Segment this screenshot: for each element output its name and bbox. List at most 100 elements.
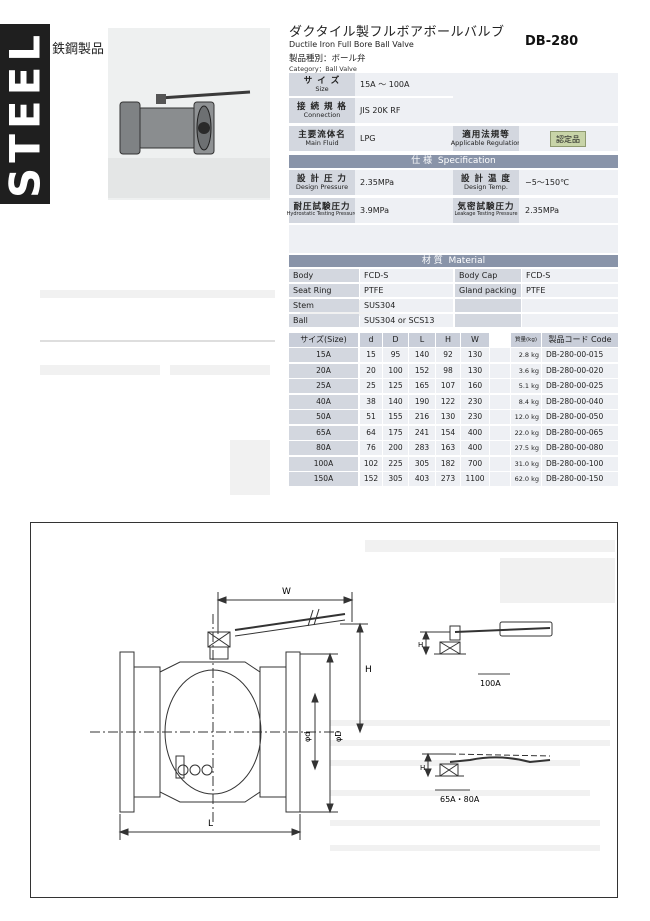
size-table-cell-mass: 62.0 kg <box>511 472 541 486</box>
size-table-cell-code: DB-280-00-150 <box>542 472 618 486</box>
material-label: Stem <box>289 299 359 312</box>
main-fluid-label: 主要流体名 Main Fluid <box>289 126 355 151</box>
size-table-cell-size: 25A <box>289 379 358 393</box>
size-table-cell-mass: 31.0 kg <box>511 456 541 471</box>
material-label: Body Cap <box>455 269 521 282</box>
size-table-cell-L: 140 <box>409 348 435 362</box>
size-table-spacer <box>490 456 510 471</box>
product-category-ja: 製品種別：ボール弁 <box>289 54 366 64</box>
W-col-header: W <box>461 333 489 347</box>
size-table-cell-size: 150A <box>289 472 358 486</box>
size-table-cell-H: 154 <box>436 425 460 440</box>
variant-label-65-80a: 65A・80A <box>440 795 480 804</box>
size-table-cell-H: 107 <box>436 379 460 393</box>
size-table-cell-W: 400 <box>461 441 489 455</box>
size-table-cell-code: DB-280-00-065 <box>542 425 618 440</box>
material-value: PTFE <box>360 284 453 297</box>
certified-badge: 認定品 <box>550 131 586 147</box>
size-table-spacer <box>490 472 510 486</box>
size-table-cell-L: 190 <box>409 394 435 409</box>
material-value: PTFE <box>522 284 618 297</box>
hydro-test-value: 3.9MPa <box>355 198 453 223</box>
size-table-cell-H: 163 <box>436 441 460 455</box>
dim-label-W: W <box>282 587 291 597</box>
size-table-spacer <box>490 363 510 378</box>
hydro-test-label: 耐圧試験圧力 Hydrostatic Testing Pressure <box>287 198 357 223</box>
L-col-header: L <box>409 333 435 347</box>
d-col-header: d <box>360 333 382 347</box>
design-temp-label: 設 計 温 度 Design Temp. <box>453 170 519 195</box>
category-tab: STEEL <box>0 24 50 204</box>
dim-label-h-65-80a: H <box>420 764 425 772</box>
size-table-spacer <box>490 410 510 424</box>
size-table-cell-L: 403 <box>409 472 435 486</box>
size-table-cell-H: 122 <box>436 394 460 409</box>
material-label: Seat Ring <box>289 284 359 297</box>
category-tab-text: STEEL <box>0 29 50 199</box>
size-table-cell-D: 140 <box>383 394 408 409</box>
material-value: FCD-S <box>360 269 453 282</box>
size-table-cell-mass: 8.4 kg <box>511 394 541 409</box>
size-table-cell-H: 130 <box>436 410 460 424</box>
variant-label-100a: 100A <box>480 679 501 688</box>
size-table-cell-D: 125 <box>383 379 408 393</box>
size-table-cell-mass: 2.8 kg <box>511 348 541 362</box>
size-table-cell-d: 20 <box>360 363 382 378</box>
size-table-cell-size: 50A <box>289 410 358 424</box>
size-table-cell-d: 102 <box>360 456 382 471</box>
material-header: 材 質 Material <box>289 255 618 267</box>
design-temp-value: −5～150℃ <box>519 170 618 195</box>
material-value: SUS304 or SCS13 <box>360 314 453 327</box>
dim-label-h-100a: H <box>418 641 423 649</box>
size-table-cell-d: 15 <box>360 348 382 362</box>
size-table-cell-mass: 12.0 kg <box>511 410 541 424</box>
size-table-cell-W: 400 <box>461 425 489 440</box>
size-table-cell-code: DB-280-00-100 <box>542 456 618 471</box>
size-value: 15A ～ 100A <box>355 73 453 96</box>
size-table-cell-W: 130 <box>461 363 489 378</box>
size-table-cell-L: 305 <box>409 456 435 471</box>
size-label: サ イ ズ Size <box>289 73 355 96</box>
leak-test-label: 気密試験圧力 Leakage Testing Pressure <box>453 198 519 223</box>
size-table-cell-H: 182 <box>436 456 460 471</box>
valve-dimension-drawing: W H L φd φD H H 100A 65A・80A <box>90 587 553 840</box>
size-table-spacer <box>490 394 510 409</box>
size-table-cell-D: 95 <box>383 348 408 362</box>
size-table-cell-W: 230 <box>461 410 489 424</box>
size-table-cell-size: 80A <box>289 441 358 455</box>
size-table-cell-D: 175 <box>383 425 408 440</box>
size-table-cell-D: 155 <box>383 410 408 424</box>
size-table-cell-mass: 5.1 kg <box>511 379 541 393</box>
size-table-cell-code: DB-280-00-080 <box>542 441 618 455</box>
size-table-cell-size: 15A <box>289 348 358 362</box>
leak-test-value: 2.35MPa <box>519 198 618 223</box>
size-table-cell-W: 160 <box>461 379 489 393</box>
size-table-cell-mass: 22.0 kg <box>511 425 541 440</box>
material-label <box>455 314 521 327</box>
size-table-cell-D: 305 <box>383 472 408 486</box>
product-title-en: Ductile Iron Full Bore Ball Valve <box>289 40 414 49</box>
main-fluid-value: LPG <box>355 126 453 151</box>
size-col-header: サイズ(Size) <box>289 333 358 347</box>
regulation-label: 適用法規等 Applicable Regulation <box>451 126 521 151</box>
dim-label-phi-d: φd <box>303 732 312 742</box>
size-table-cell-L: 216 <box>409 410 435 424</box>
size-table-cell-mass: 27.5 kg <box>511 441 541 455</box>
size-table-cell-D: 100 <box>383 363 408 378</box>
size-table-spacer <box>490 441 510 455</box>
D-col-header: D <box>383 333 408 347</box>
dim-label-phi-D: φD <box>334 731 343 742</box>
size-table-cell-D: 200 <box>383 441 408 455</box>
size-table-cell-code: DB-280-00-025 <box>542 379 618 393</box>
size-table-cell-size: 100A <box>289 456 358 471</box>
size-table-cell-H: 98 <box>436 363 460 378</box>
size-table-cell-D: 225 <box>383 456 408 471</box>
size-table-cell-size: 65A <box>289 425 358 440</box>
size-table-cell-H: 92 <box>436 348 460 362</box>
size-table-cell-W: 130 <box>461 348 489 362</box>
design-pressure-label: 設 計 圧 力 Design Pressure <box>289 170 355 195</box>
material-label: Gland packing <box>455 284 521 297</box>
size-table-cell-W: 230 <box>461 394 489 409</box>
size-table-cell-d: 76 <box>360 441 382 455</box>
size-table-cell-L: 241 <box>409 425 435 440</box>
